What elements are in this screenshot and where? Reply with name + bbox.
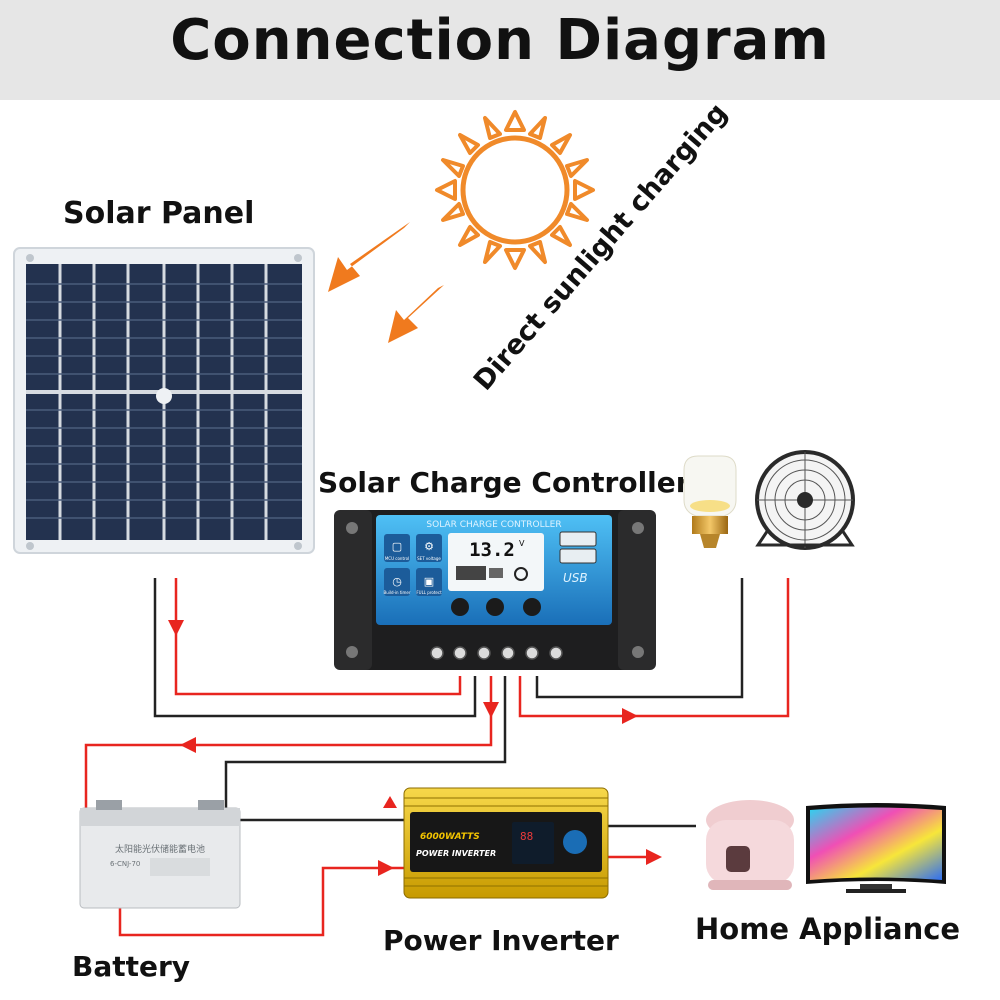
solar-panel <box>13 247 315 554</box>
arrow-up-inverter <box>383 796 397 808</box>
arrow-right-load <box>622 708 638 724</box>
mcu-control-label: MCU control <box>385 556 409 561</box>
arrow-right-inverter <box>378 860 394 876</box>
controller-header: SOLAR CHARGE CONTROLLER <box>426 520 561 530</box>
terminal-4 <box>501 646 515 660</box>
arrow-down-panel <box>168 620 184 636</box>
power-inverter: 6000WATTS POWER INVERTER 88 <box>403 787 609 899</box>
battery-model: 6-CNJ-70 <box>110 860 140 868</box>
battery-wire-black <box>224 676 507 808</box>
mcu-icon: ▢ <box>392 540 402 553</box>
panel-wire-black <box>153 578 477 718</box>
light-bulb-icon <box>683 455 737 548</box>
sunlight-arrow-icon-2 <box>388 285 444 343</box>
inverter-watts: 6000WATTS <box>420 832 480 842</box>
arrow-left-battery <box>180 737 196 753</box>
desk-fan-icon <box>755 450 855 550</box>
load-wire-red <box>518 578 790 718</box>
rice-cooker-icon <box>706 800 794 890</box>
inverter-name: POWER INVERTER <box>416 849 496 858</box>
sunlight-arrow-icon <box>328 222 410 292</box>
controller-label: Solar Charge Controller <box>318 466 690 499</box>
inverter-display-digits: 88 <box>520 830 533 843</box>
page-title: Connection Diagram <box>170 8 830 73</box>
sun-icon <box>435 110 595 270</box>
terminal-6 <box>549 646 563 660</box>
terminal-1 <box>430 646 444 660</box>
battery-text: 太阳能光伏储能蓄电池 <box>115 843 205 855</box>
protect-label: FULL protect <box>416 590 442 595</box>
terminal-2 <box>453 646 467 660</box>
gear-icon: ⚙ <box>424 540 434 553</box>
sunlight-label: Direct sunlight charging <box>468 97 734 396</box>
clock-icon: ◷ <box>392 575 402 588</box>
usb-label: USB <box>563 571 588 585</box>
voltage-readout: 13.2 <box>469 539 515 561</box>
arrow-down-controller <box>483 702 499 718</box>
television-icon <box>806 803 946 893</box>
set-voltage-label: SET voltage <box>417 556 441 561</box>
voltage-unit: V <box>519 539 525 548</box>
terminal-5 <box>525 646 539 660</box>
battery: 太阳能光伏储能蓄电池 6-CNJ-70 <box>79 800 241 909</box>
charge-controller: SOLAR CHARGE CONTROLLER ▢ ⚙ ◷ ▣ MCU cont… <box>334 510 656 670</box>
home-appliance-label: Home Appliance <box>695 912 961 946</box>
up-button[interactable] <box>486 598 504 616</box>
inverter-wire-red <box>118 866 405 937</box>
menu-button[interactable] <box>451 598 469 616</box>
battery-label: Battery <box>72 950 191 983</box>
solar-panel-label: Solar Panel <box>63 196 255 231</box>
title-bar <box>0 0 1000 100</box>
flow-arrows <box>168 620 662 876</box>
load-wire-black <box>535 578 744 699</box>
down-button[interactable] <box>523 598 541 616</box>
inverter-label: Power Inverter <box>383 924 619 957</box>
timer-label: Build-in timer <box>383 590 410 595</box>
arrow-right-appliance <box>646 849 662 865</box>
lock-icon: ▣ <box>424 575 434 588</box>
terminal-3 <box>477 646 491 660</box>
